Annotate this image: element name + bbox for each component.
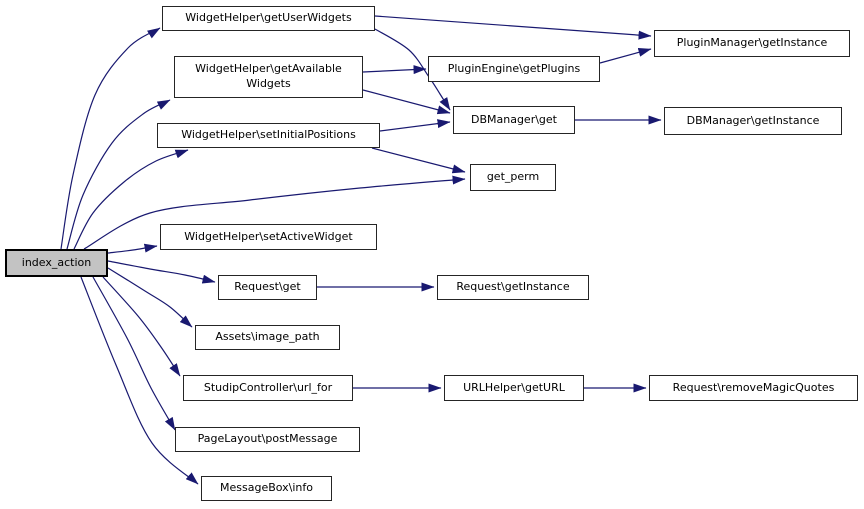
edge-index-action-to-assets-image-path xyxy=(107,267,193,328)
node-index-action[interactable]: index_action xyxy=(5,249,108,277)
node-assets-image-path[interactable]: Assets\image_path xyxy=(195,325,340,350)
edge-get-user-widgets-to-pluginmanager-getinstance xyxy=(374,15,652,40)
edge-index-action-to-get-available-widgets xyxy=(66,99,171,250)
node-get-perm[interactable]: get_perm xyxy=(470,164,556,191)
node-urlhelper-geturl[interactable]: URLHelper\getURL xyxy=(444,375,584,401)
node-get-available-widgets[interactable]: WidgetHelper\getAvailable Widgets xyxy=(174,56,363,98)
edge-index-action-to-get-perm xyxy=(83,175,466,250)
node-pluginengine-getplugins[interactable]: PluginEngine\getPlugins xyxy=(428,56,600,82)
edge-index-action-to-request-get xyxy=(107,260,216,284)
node-studip-url-for[interactable]: StudipController\url_for xyxy=(183,375,353,401)
edge-index-action-to-get-user-widgets xyxy=(60,27,161,250)
node-request-get[interactable]: Request\get xyxy=(218,275,317,300)
node-messagebox-info[interactable]: MessageBox\info xyxy=(201,476,332,501)
edge-pluginengine-getplugins-to-pluginmanager-getinstance xyxy=(599,47,652,64)
edge-set-initial-positions-to-dbmanager-get xyxy=(379,119,451,132)
node-request-getinstance[interactable]: Request\getInstance xyxy=(437,275,589,300)
edge-set-initial-positions-to-get-perm xyxy=(371,147,466,174)
edge-index-action-to-studip-url-for xyxy=(102,276,181,377)
edge-get-available-widgets-to-dbmanager-get xyxy=(362,89,451,115)
node-dbmanager-get[interactable]: DBManager\get xyxy=(453,106,575,134)
node-pluginmanager-getinstance[interactable]: PluginManager\getInstance xyxy=(654,30,850,57)
node-dbmanager-getinstance[interactable]: DBManager\getInstance xyxy=(664,107,842,135)
node-get-user-widgets[interactable]: WidgetHelper\getUserWidgets xyxy=(162,6,375,31)
node-set-active-widget[interactable]: WidgetHelper\setActiveWidget xyxy=(160,224,377,250)
node-set-initial-positions[interactable]: WidgetHelper\setInitialPositions xyxy=(157,123,380,148)
edge-index-action-to-messagebox-info xyxy=(80,276,199,485)
edge-index-action-to-set-active-widget xyxy=(107,243,158,254)
edge-get-available-widgets-to-pluginengine-getplugins xyxy=(362,65,427,75)
node-request-removemagicquotes[interactable]: Request\removeMagicQuotes xyxy=(649,375,858,401)
edge-index-action-to-pagelayout-postmessage xyxy=(92,276,176,431)
edge-index-action-to-set-initial-positions xyxy=(73,149,189,250)
node-pagelayout-postmessage[interactable]: PageLayout\postMessage xyxy=(175,427,360,452)
